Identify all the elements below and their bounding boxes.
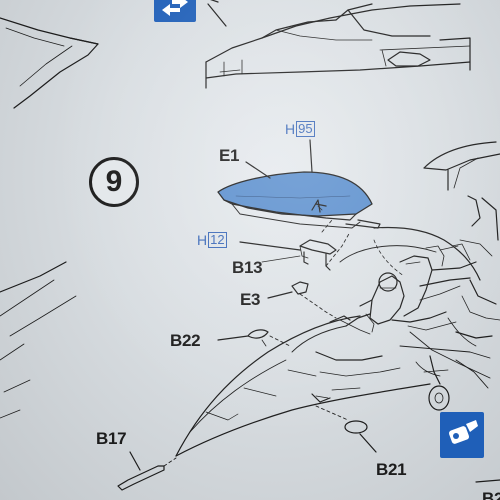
canopy-guide-curve-2	[339, 245, 437, 263]
nozzle-attach-icon	[440, 412, 484, 458]
seat-paint-callout: H 12	[197, 232, 227, 248]
landing-gear	[399, 331, 491, 411]
part-label-hinge: B13	[232, 258, 263, 277]
prior-step-fuselage	[205, 3, 471, 89]
part-label-landing-light: B21	[376, 460, 407, 479]
part-label-antenna: B22	[170, 331, 201, 350]
cockpit-detail-part	[267, 281, 337, 319]
canopy-guide-curve	[373, 226, 481, 281]
canopy-paint-leader-line	[309, 139, 313, 173]
main-fuselage	[175, 313, 431, 457]
flip-arrow-line	[207, 3, 227, 27]
landing-light-part	[315, 405, 377, 453]
pitot-part	[117, 451, 177, 491]
part-label-cut-off: B2	[482, 489, 500, 500]
paint-code: 12	[208, 232, 227, 248]
part-label-cockpit-detail: E3	[240, 290, 261, 309]
paint-prefix: H	[197, 232, 208, 248]
canopy-leader-line	[245, 161, 271, 179]
flip-assembly-icon	[154, 0, 196, 22]
rear-canopy-frame	[423, 141, 500, 347]
antenna-part	[217, 329, 291, 347]
canopy-paint-callout: H 95	[285, 121, 315, 137]
cockpit-with-pilot	[359, 243, 477, 333]
part-label-canopy: E1	[219, 146, 240, 165]
part-label-pitot: B17	[96, 429, 127, 448]
hinge-part	[239, 219, 351, 271]
canopy-part	[217, 171, 381, 229]
paint-code: 95	[296, 121, 315, 137]
prior-step-wing-fragment	[0, 17, 99, 109]
left-wing-fragment	[0, 261, 77, 419]
paint-prefix: H	[285, 121, 296, 137]
step-number: 9	[89, 157, 139, 207]
